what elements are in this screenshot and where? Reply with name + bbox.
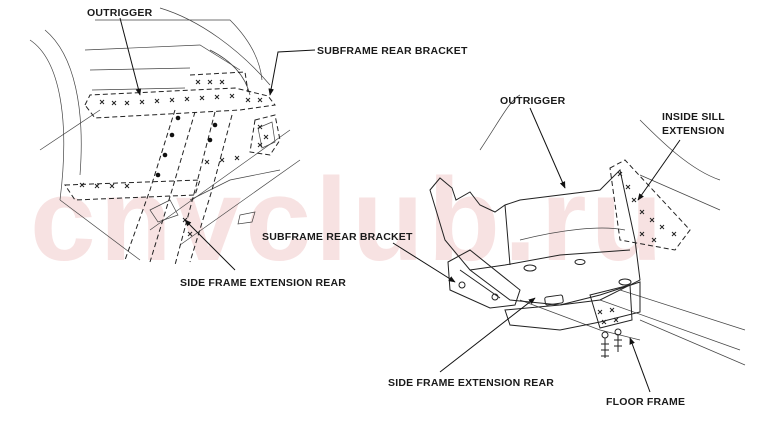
label-side-frame-extension-rear-left: SIDE FRAME EXTENSION REAR [180,277,346,289]
label-inside-sill-extension-line2: EXTENSION [662,125,724,137]
left-view-drawing [29,7,316,271]
label-outrigger-right: OUTRIGGER [500,95,566,107]
label-floor-frame: FLOOR FRAME [606,396,685,408]
right-view-drawing [392,94,746,393]
label-outrigger-left: OUTRIGGER [87,7,153,19]
watermark-text: cnvclub.ru [30,154,667,286]
label-inside-sill-extension-line1: INSIDE SILL [662,111,725,123]
label-subframe-rear-bracket-left: SUBFRAME REAR BRACKET [317,45,468,57]
label-side-frame-extension-rear-right: SIDE FRAME EXTENSION REAR [388,377,554,389]
label-subframe-rear-bracket-right: SUBFRAME REAR BRACKET [262,231,413,243]
